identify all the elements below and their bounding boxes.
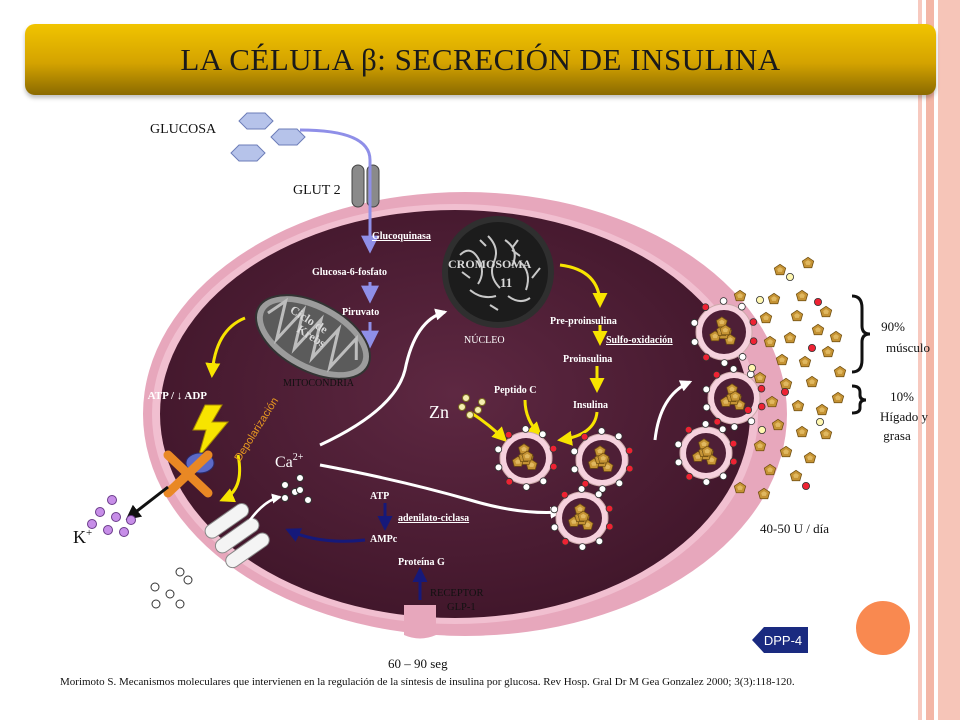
title-bar: LA CÉLULA β: SECRECIÓN DE INSULINA xyxy=(25,24,936,95)
depolarization-arrow xyxy=(219,454,242,503)
glucose-entry-arrow xyxy=(299,128,379,254)
label-cromosoma-11: 11 xyxy=(500,275,512,290)
label-piruvato: Piruvato xyxy=(342,307,379,318)
calcium-channel-icon xyxy=(204,503,270,569)
glut2-transporter-icon xyxy=(351,164,380,208)
label-glp1: GLP-1 xyxy=(447,602,476,613)
dpp4-circle-icon xyxy=(856,601,910,655)
label-receptor: RECEPTOR xyxy=(430,588,483,599)
label-proteina-g: Proteína G xyxy=(398,557,445,568)
mitochondria-icon xyxy=(254,294,372,380)
label-insulina: Insulina xyxy=(573,400,608,411)
label-peptido-c: Peptido C xyxy=(494,385,537,396)
page-title: LA CÉLULA β: SECRECIÓN DE INSULINA xyxy=(180,42,781,77)
label-sulfo-oxidacion: Sulfo-oxidación xyxy=(606,335,673,346)
released-insulin-icon xyxy=(733,256,847,500)
label-higado-pct: 10% xyxy=(890,389,914,404)
label-nucleo: NÚCLEO xyxy=(464,334,505,346)
extracellular-calcium-icon xyxy=(150,567,193,609)
label-glucosa: GLUCOSA xyxy=(150,122,217,137)
label-ca: Ca2+ xyxy=(275,452,304,471)
label-ampc: AMPc xyxy=(370,534,398,545)
label-glut2: GLUT 2 xyxy=(293,183,341,198)
label-musculo: músculo xyxy=(886,340,930,355)
glp1-receptor-stalk xyxy=(404,605,436,639)
granule-exocytosis-arrow xyxy=(653,380,693,441)
label-higado-1: Hígado y xyxy=(880,409,929,424)
label-atp: ATP xyxy=(370,491,389,502)
insulin-to-granule-arrow xyxy=(557,411,599,446)
label-mitocondria: MITOCONDRIA xyxy=(283,378,355,389)
potassium-efflux-arrow xyxy=(125,485,169,520)
label-proinsulina: Proinsulina xyxy=(563,354,612,365)
glucose-molecules-icon xyxy=(230,112,306,162)
calcium-to-exocytosis-arrow xyxy=(319,463,563,519)
chromosome-nucleus-icon xyxy=(442,216,554,328)
label-zn: Zn xyxy=(429,402,449,422)
katp-channel-icon xyxy=(163,450,215,498)
calcium-ions-icon xyxy=(281,474,312,504)
liver-brace xyxy=(851,384,867,415)
lightning-icon xyxy=(192,404,230,459)
label-higado-2: grasa xyxy=(883,428,911,443)
krebs-to-atp-arrow xyxy=(205,316,246,378)
zinc-ions-icon xyxy=(458,394,486,419)
label-adenilato-ciclasa: adenilato-ciclasa xyxy=(398,513,469,524)
decor-stripe-3 xyxy=(938,0,960,720)
label-musculo-pct: 90% xyxy=(881,319,905,334)
calcium-to-nucleus-arrow xyxy=(319,308,448,447)
label-tiempo: 60 – 90 seg xyxy=(388,656,448,671)
decor-stripe-2 xyxy=(926,0,934,720)
citation: Morimoto S. Mecanismos moleculares que i… xyxy=(60,676,795,688)
label-preproinsulina: Pre-proinsulina xyxy=(550,316,617,327)
label-dosis: 40-50 U / día xyxy=(760,521,829,536)
label-glucoquinasa: Glucoquinasa xyxy=(372,231,431,242)
muscle-brace xyxy=(851,294,871,374)
label-dpp4: DPP-4 xyxy=(764,633,802,648)
potassium-ions-icon xyxy=(87,495,136,537)
label-cromosoma: CROMOSOMA xyxy=(448,257,532,271)
chromosome-to-preproinsulin-arrow xyxy=(559,263,608,308)
ampc-to-calcium-channel-arrow xyxy=(285,528,366,543)
dpp4-marker xyxy=(752,627,808,653)
label-k-base: K+ xyxy=(73,527,92,547)
peptide-c-to-granule-arrow xyxy=(523,399,543,438)
label-glucosa-6-fosfato: Glucosa-6-fosfato xyxy=(312,267,387,278)
calcium-influx-arrow xyxy=(249,493,282,521)
insulin-granules xyxy=(494,297,766,551)
decor-stripe-1 xyxy=(918,0,922,720)
label-atp-adp: ↑ ATP / ↓ ADP xyxy=(140,390,207,402)
